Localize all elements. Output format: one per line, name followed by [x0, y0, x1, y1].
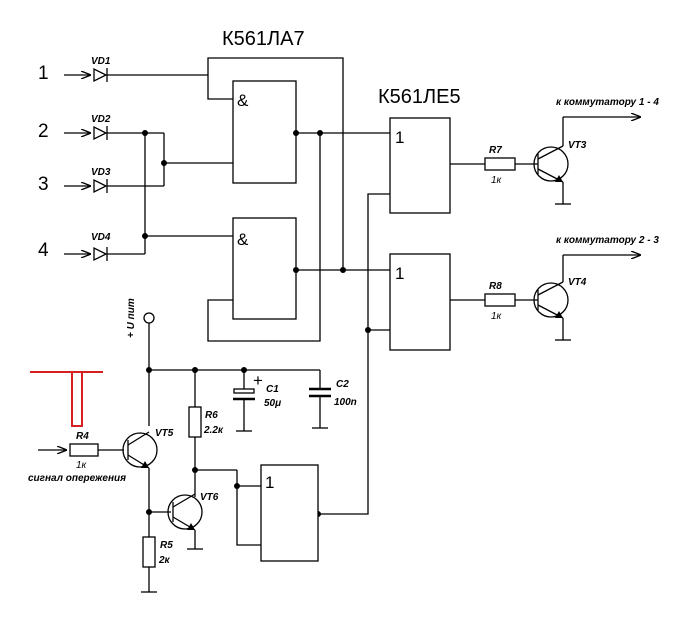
capacitor-c1: + C1 50μ: [233, 370, 281, 432]
input-wiring: [142, 130, 233, 254]
resistor-r5: R5 2к: [141, 536, 173, 593]
diode-label-vd4: VD4: [91, 232, 111, 243]
power-label: + U пит: [126, 298, 137, 338]
nand-gate-2: &: [232, 217, 297, 320]
capacitor-c2: C2 100n: [309, 370, 357, 429]
c1-polarity: +: [253, 371, 263, 390]
resistor-r8: R8 1к: [484, 281, 538, 322]
nand2-symbol: &: [237, 230, 249, 249]
diode-vd1: VD1: [91, 56, 208, 83]
diode-vd4: VD4: [91, 232, 145, 262]
output-label-1: к коммутатору 1 - 4: [556, 97, 659, 108]
nor-gate-1: 1: [389, 117, 485, 214]
resistor-r7: R7 1к: [484, 145, 538, 186]
diode-vd3: VD3: [91, 167, 164, 194]
r8-value: 1к: [491, 311, 503, 322]
r7-label: R7: [489, 145, 502, 156]
nand1-symbol: &: [237, 91, 249, 110]
input-label-3: 3: [38, 174, 49, 195]
antenna-symbol: [30, 371, 103, 427]
input-label-2: 2: [38, 121, 49, 142]
vt4-label: VT4: [568, 277, 587, 288]
chip-label-nand: К561ЛА7: [222, 28, 305, 50]
nand-gate-1: &: [207, 75, 297, 184]
nor1-symbol: 1: [395, 128, 404, 147]
inverter-gate: 1: [195, 464, 319, 562]
inverter-symbol: 1: [265, 473, 274, 492]
c1-value: 50μ: [264, 398, 281, 409]
vt3-label: VT3: [568, 140, 587, 151]
diode-vd2: VD2: [91, 114, 164, 141]
output-label-2: к коммутатору 2 - 3: [556, 235, 659, 246]
diode-label-vd2: VD2: [91, 114, 111, 125]
advance-signal-label: сигнал опережения: [28, 473, 126, 484]
r7-value: 1к: [491, 175, 503, 186]
r6-value: 2.2к: [203, 425, 224, 436]
chip-label-nor: К561ЛЕ5: [378, 86, 461, 108]
input-terminals: 1 2 3 4: [38, 63, 90, 261]
nor-gate-2: 1: [389, 253, 485, 351]
resistor-r6: R6 2.2к: [188, 370, 224, 497]
diode-label-vd3: VD3: [91, 167, 111, 178]
vt5-label: VT5: [155, 428, 174, 439]
r8-label: R8: [489, 281, 502, 292]
transistor-vt5: VT5: [122, 428, 174, 537]
transistor-vt4: VT4 к коммутатору 2 - 3: [533, 235, 659, 341]
r5-label: R5: [160, 540, 173, 551]
c2-value: 100n: [334, 397, 357, 408]
input-label-4: 4: [38, 240, 49, 261]
transistor-vt3: VT3 к коммутатору 1 - 4: [533, 97, 659, 205]
vt6-label: VT6: [200, 492, 219, 503]
r6-label: R6: [205, 410, 218, 421]
transistor-vt6: VT6: [167, 492, 219, 550]
r4-value: 1к: [76, 460, 88, 471]
latch-wiring: [207, 57, 390, 342]
diode-label-vd1: VD1: [91, 56, 111, 67]
r5-value: 2к: [158, 555, 171, 566]
nor2-symbol: 1: [395, 264, 404, 283]
nor-common-wiring: [315, 193, 390, 517]
c2-label: C2: [336, 379, 349, 390]
resistor-r4: R4 1к сигнал опережения: [28, 431, 126, 484]
input-label-1: 1: [38, 63, 49, 84]
r4-label: R4: [76, 431, 89, 442]
c1-label: C1: [266, 384, 279, 395]
